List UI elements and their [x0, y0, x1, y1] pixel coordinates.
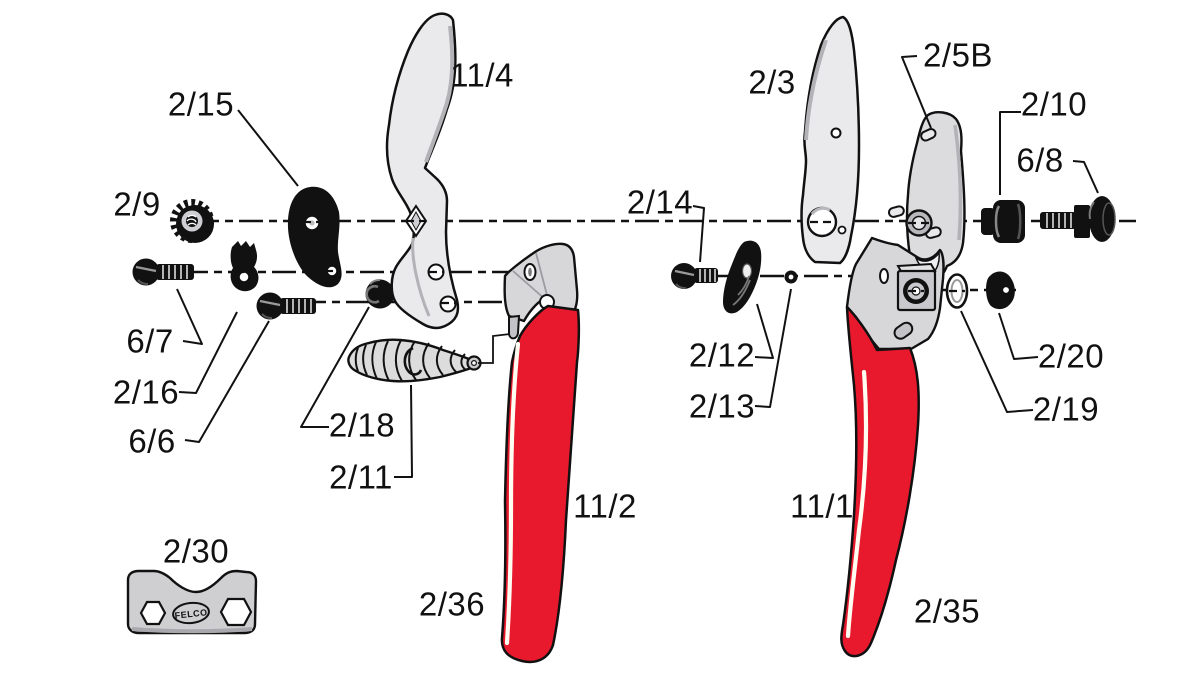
label-2-35: 2/35: [914, 593, 980, 630]
part-gear-nut-2-9: [170, 199, 214, 243]
part-bushing-nut-2-10: [981, 200, 1025, 243]
label-2-36: 2/36: [419, 586, 485, 623]
label-2-30: 2/30: [163, 533, 229, 570]
label-2-5B: 2/5B: [923, 37, 993, 74]
leader-6-7: [176, 288, 203, 345]
label-2-14: 2/14: [627, 184, 693, 221]
felco-logo: FELCO: [172, 601, 210, 625]
axis-dashes-through-holes: [236, 219, 965, 305]
label-2-11: 2/11: [329, 459, 393, 496]
spring-seat-connector-line: [478, 333, 511, 364]
label-6-8: 6/8: [1016, 142, 1063, 179]
label-6-6: 6/6: [128, 423, 175, 460]
part-left-handle-head: [503, 242, 579, 340]
leader-2-12: [754, 303, 774, 359]
label-11-1: 11/1: [790, 488, 854, 525]
wrench-hex-hole-large: [219, 597, 253, 627]
label-2-15: 2/15: [168, 86, 234, 123]
part-wrench-2-30: FELCO: [126, 569, 258, 635]
part-bolt-6-8: [1040, 196, 1116, 242]
label-2-12: 2/12: [689, 337, 755, 374]
label-6-7: 6/7: [126, 323, 173, 360]
label-2-3: 2/3: [748, 64, 795, 101]
label-2-18: 2/18: [329, 407, 395, 444]
part-toothed-segment-2-16: [230, 241, 259, 292]
part-anvil-blade-2-5B: [887, 111, 966, 288]
part-screw-2-14: [671, 263, 718, 290]
leader-2-5B: [901, 55, 932, 129]
label-2-10: 2/10: [1021, 86, 1087, 123]
part-screw-6-6: [256, 292, 316, 320]
part-bumper-cap-2-20: [986, 271, 1015, 310]
leader-2-18: [300, 306, 370, 428]
part-red-handle-11-2: [500, 304, 581, 664]
label-11-4: 11/4: [450, 57, 514, 94]
leader-2-11: [394, 384, 413, 478]
part-thumb-catch-2-12: [723, 240, 762, 314]
part-bushing-2-18: [365, 279, 395, 309]
leader-2-15: [237, 109, 299, 187]
leader-2-20: [998, 312, 1039, 360]
label-2-19: 2/19: [1033, 391, 1099, 428]
leader-2-10: [999, 111, 1021, 195]
part-screw-6-7: [132, 258, 194, 286]
part-counter-blade-11-4: [385, 12, 460, 330]
felco-logo-text: FELCO: [174, 607, 208, 620]
label-2-13: 2/13: [689, 388, 755, 425]
label-11-2: 11/2: [573, 488, 637, 525]
leader-2-16: [178, 311, 238, 394]
part-spring-2-11: [347, 338, 482, 383]
leader-6-8: [1072, 160, 1099, 194]
part-labels: 2/15 11/4 2/9 6/7 2/16 6/6 2/18 2/11 2/3…: [113, 37, 1104, 630]
leader-2-14: [692, 205, 705, 263]
label-2-20: 2/20: [1038, 338, 1104, 375]
label-2-16: 2/16: [113, 374, 179, 411]
part-cutting-blade-2-3: [800, 15, 861, 265]
leader-2-19: [960, 310, 1034, 413]
wrench-hex-hole-small: [139, 600, 167, 626]
leader-6-6: [184, 320, 270, 443]
part-washer-2-13: [784, 270, 798, 284]
label-2-9: 2/9: [113, 186, 160, 223]
leader-lines: [176, 55, 1099, 478]
leader-2-13: [754, 288, 792, 408]
part-red-handle-11-1: [840, 305, 920, 658]
